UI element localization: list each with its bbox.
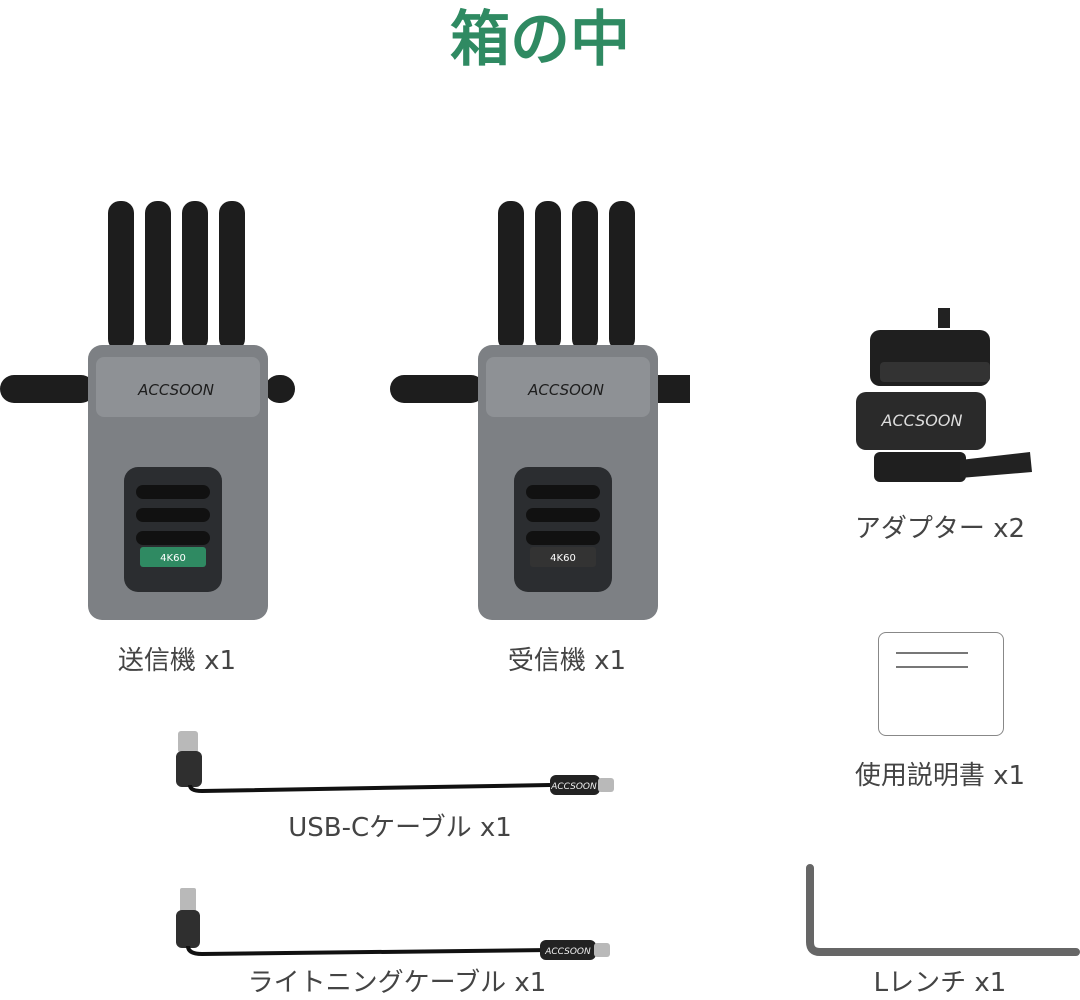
manual-line-1: [896, 652, 968, 654]
transmitter-image: 4K60 ACCSOON: [0, 201, 295, 620]
manual-image: [878, 632, 1004, 736]
manual-label: 使用説明書 x1: [854, 761, 1026, 791]
lightning-cable-brand: ACCSOON: [544, 947, 591, 957]
transmitter-badge: 4K60: [160, 553, 186, 564]
adapter-image: ACCSOON: [856, 308, 1032, 482]
transmitter-label: 送信機 x1: [117, 646, 237, 676]
adapter-brand: ACCSOON: [881, 411, 963, 430]
receiver-label: 受信機 x1: [507, 646, 627, 676]
page-title: 箱の中: [450, 5, 630, 75]
receiver-image: 4K60 ACCSOON: [390, 201, 690, 620]
lightning-cable-image: ACCSOON: [176, 888, 610, 960]
lightning-cable-label: ライトニングケーブル x1: [247, 968, 547, 998]
manual-line-2: [896, 666, 968, 668]
receiver-badge: 4K60: [550, 553, 576, 564]
receiver-brand: ACCSOON: [527, 381, 604, 399]
adapter-label: アダプター x2: [854, 514, 1026, 544]
usb-c-cable-brand: ACCSOON: [550, 782, 597, 792]
usb-c-cable-label: USB-Cケーブル x1: [288, 813, 512, 843]
l-wrench-label: Lレンチ x1: [873, 968, 1007, 998]
usb-c-cable-image: ACCSOON: [176, 731, 614, 795]
l-wrench-image: [806, 864, 1080, 956]
transmitter-brand: ACCSOON: [137, 381, 214, 399]
